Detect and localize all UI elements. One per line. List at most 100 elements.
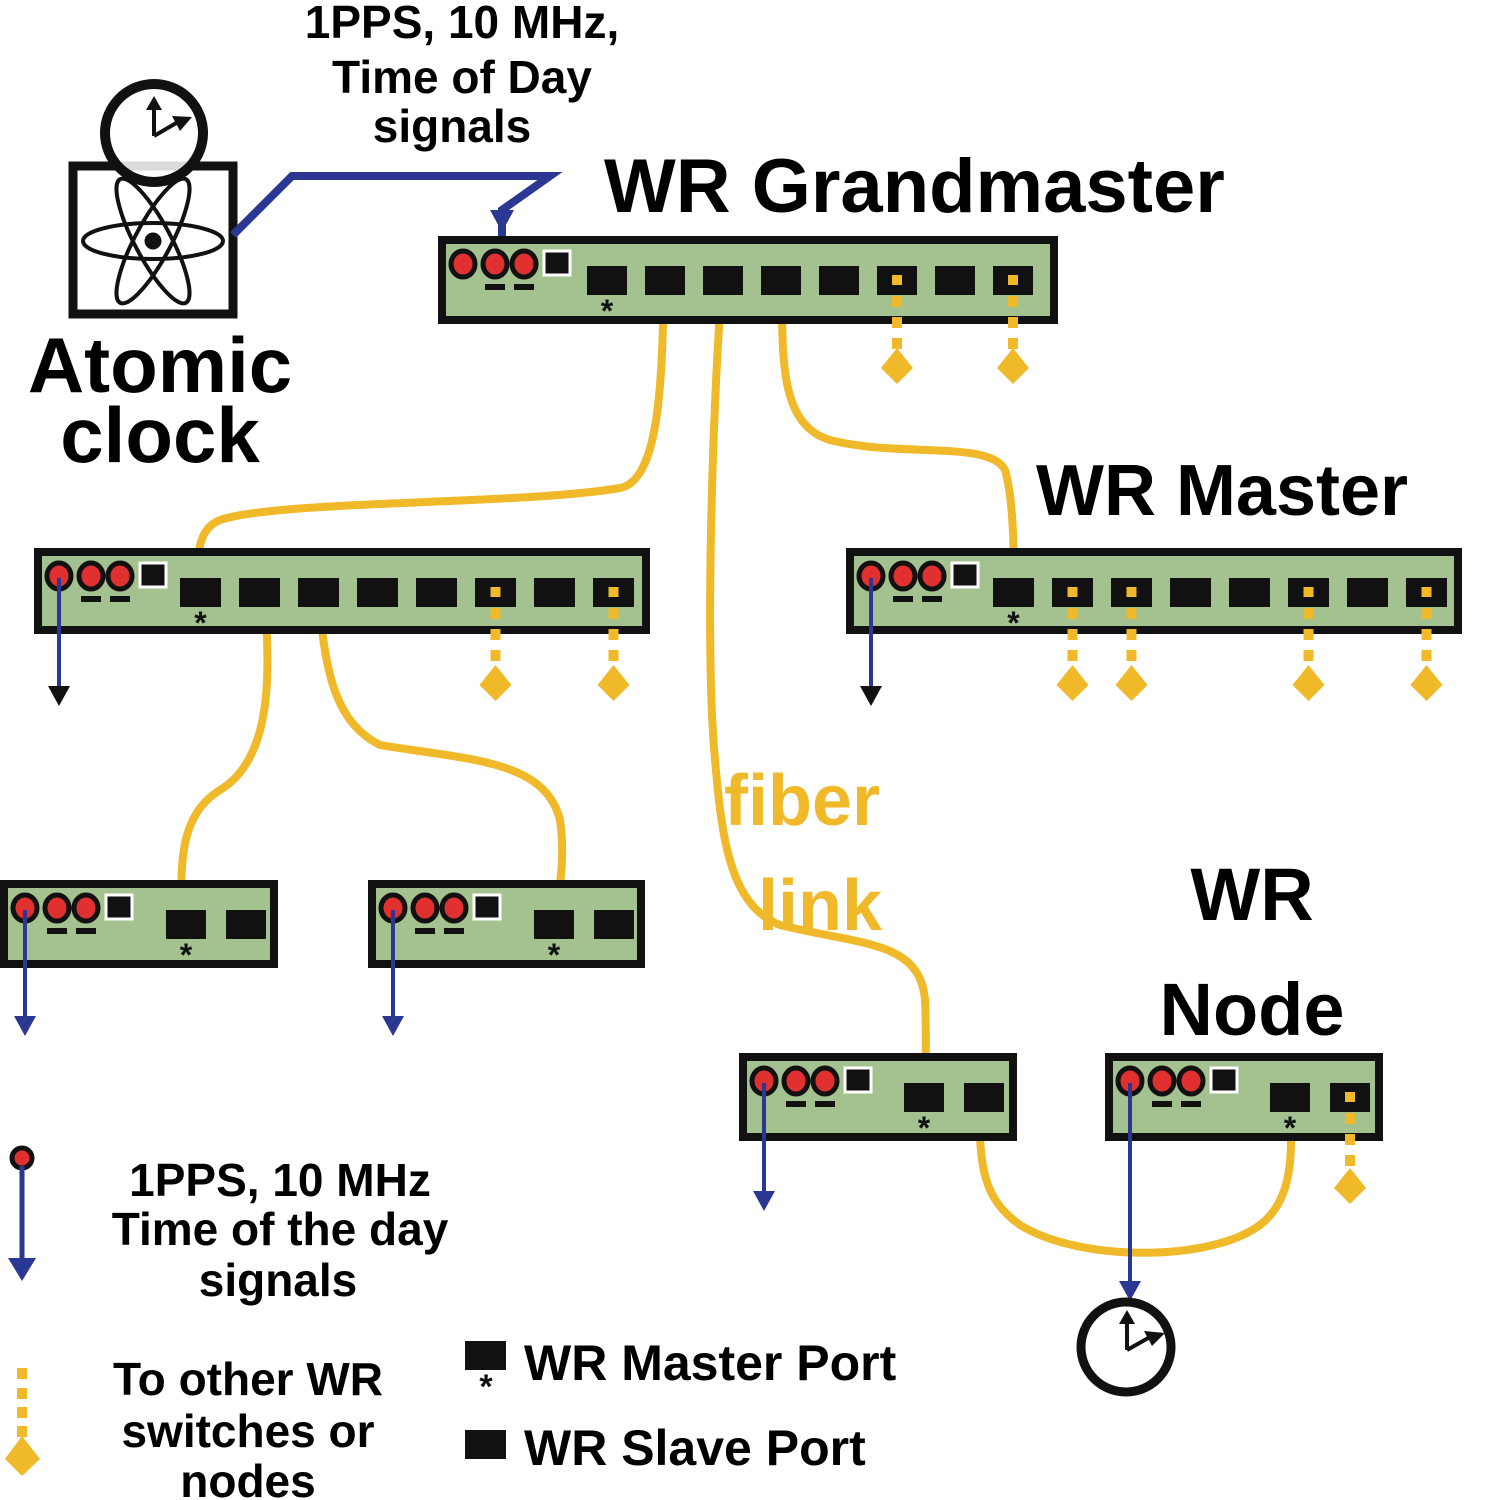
legend-signal-icon: [8, 1145, 36, 1281]
slave-port[interactable]: [239, 578, 280, 607]
fiber-left-to-node-b: [177, 593, 272, 925]
node-b-device: *: [368, 880, 645, 973]
master-port-asterisk: *: [1284, 1110, 1297, 1146]
led-indicator-bar: [415, 928, 435, 934]
fiber-left-to-node-c: [314, 593, 567, 925]
led-indicator-bar: [110, 596, 130, 602]
fiber-node-a-to-wr-node: [975, 1099, 1296, 1257]
signal-output-arrow: [14, 910, 36, 1036]
atomic-clock-label-1: Atomic: [28, 321, 292, 409]
signal-led: [410, 892, 440, 924]
clock-signal-line: [230, 172, 563, 245]
signal-led: [448, 248, 478, 280]
fiber-gm-to-left: [193, 281, 668, 595]
slave-port[interactable]: [819, 266, 859, 295]
led-indicator-bar: [815, 1101, 835, 1107]
slave-port[interactable]: [761, 266, 801, 295]
legend-other-3: nodes: [180, 1455, 315, 1500]
wr-master-device: *: [846, 548, 1462, 701]
signal-led: [71, 892, 101, 924]
slave-port[interactable]: [703, 266, 743, 295]
fiber-gm-to-master: [777, 281, 1018, 595]
legend-external-icon: [5, 1368, 40, 1476]
signal-led: [1147, 1065, 1177, 1097]
legend-signals-3: signals: [199, 1254, 358, 1306]
external-link-icon: [479, 587, 512, 701]
external-link-icon: [1115, 587, 1148, 701]
signal-output-arrow: [1119, 1083, 1141, 1301]
master-port[interactable]: [166, 910, 206, 939]
status-indicator: [843, 1066, 873, 1094]
led-indicator-bar: [81, 596, 101, 602]
master-port[interactable]: [1270, 1083, 1310, 1112]
wr-master-title: WR Master: [1036, 451, 1408, 531]
master-port[interactable]: [534, 910, 574, 939]
slave-port[interactable]: [935, 266, 975, 295]
master-port-asterisk: *: [194, 605, 207, 641]
led-indicator-bar: [444, 928, 464, 934]
slave-port[interactable]: [1229, 578, 1270, 607]
slave-port[interactable]: [1347, 578, 1388, 607]
led-indicator-bar: [786, 1101, 806, 1107]
signal-output-arrow: [860, 578, 882, 706]
svg-text:*: *: [479, 1368, 493, 1406]
signal-led: [917, 560, 947, 592]
master-port[interactable]: [587, 266, 627, 295]
led-indicator-bar: [1181, 1101, 1201, 1107]
signal-led: [42, 892, 72, 924]
legend-signals-2: Time of the day: [112, 1203, 449, 1255]
signal-led: [439, 892, 469, 924]
legend-other-2: switches or: [121, 1405, 374, 1457]
external-link-icon: [1334, 1092, 1366, 1204]
signal-led: [781, 1065, 811, 1097]
slave-port[interactable]: [534, 578, 575, 607]
atomic-clock-label-2: clock: [60, 391, 260, 479]
slave-port[interactable]: [226, 910, 266, 939]
master-port[interactable]: [993, 578, 1034, 607]
slave-port[interactable]: [1170, 578, 1211, 607]
external-link-icon: [1292, 587, 1325, 701]
external-link-icon: [1056, 587, 1089, 701]
signal-led: [810, 1065, 840, 1097]
slave-port[interactable]: [964, 1083, 1004, 1112]
wr-node-device: *: [1105, 1053, 1383, 1204]
master-port-asterisk: *: [918, 1110, 931, 1146]
status-indicator: [104, 893, 134, 921]
legend: 1PPS, 10 MHz Time of the day signals To …: [5, 1145, 897, 1500]
led-indicator-bar: [1152, 1101, 1172, 1107]
slave-port[interactable]: [357, 578, 398, 607]
legend-other-1: To other WR: [113, 1353, 383, 1405]
legend-signals-1: 1PPS, 10 MHz: [129, 1154, 431, 1206]
signal-top-line-2: Time of Day: [332, 51, 592, 103]
slave-port[interactable]: [594, 910, 634, 939]
signal-top-line-1: 1PPS, 10 MHz,: [305, 0, 619, 48]
signal-top-line-3: signals: [373, 100, 532, 152]
master-port-asterisk: *: [180, 937, 193, 973]
external-link-icon: [881, 275, 913, 384]
master-port-asterisk: *: [1007, 605, 1020, 641]
signal-led: [480, 248, 510, 280]
led-indicator-bar: [514, 284, 534, 290]
status-indicator: [1209, 1066, 1239, 1094]
fiber-cables: [177, 281, 1296, 1257]
external-link-icon: [997, 275, 1029, 384]
signal-led: [509, 248, 539, 280]
led-indicator-bar: [76, 928, 96, 934]
slave-port[interactable]: [416, 578, 457, 607]
status-indicator: [472, 893, 502, 921]
signal-led: [76, 560, 106, 592]
master-port-asterisk: *: [548, 937, 561, 973]
slave-port[interactable]: [298, 578, 339, 607]
external-link-icon: [597, 587, 630, 701]
master-port[interactable]: [180, 578, 221, 607]
master-port[interactable]: [904, 1083, 944, 1112]
slave-port[interactable]: [645, 266, 685, 295]
legend-slave-port-label: WR Slave Port: [524, 1420, 866, 1476]
led-indicator-bar: [485, 284, 505, 290]
signal-output-arrow: [753, 1083, 775, 1211]
wr-node-title-2: Node: [1160, 968, 1345, 1051]
status-indicator: [542, 249, 572, 277]
node-a-device: *: [0, 880, 278, 973]
led-indicator-bar: [47, 928, 67, 934]
